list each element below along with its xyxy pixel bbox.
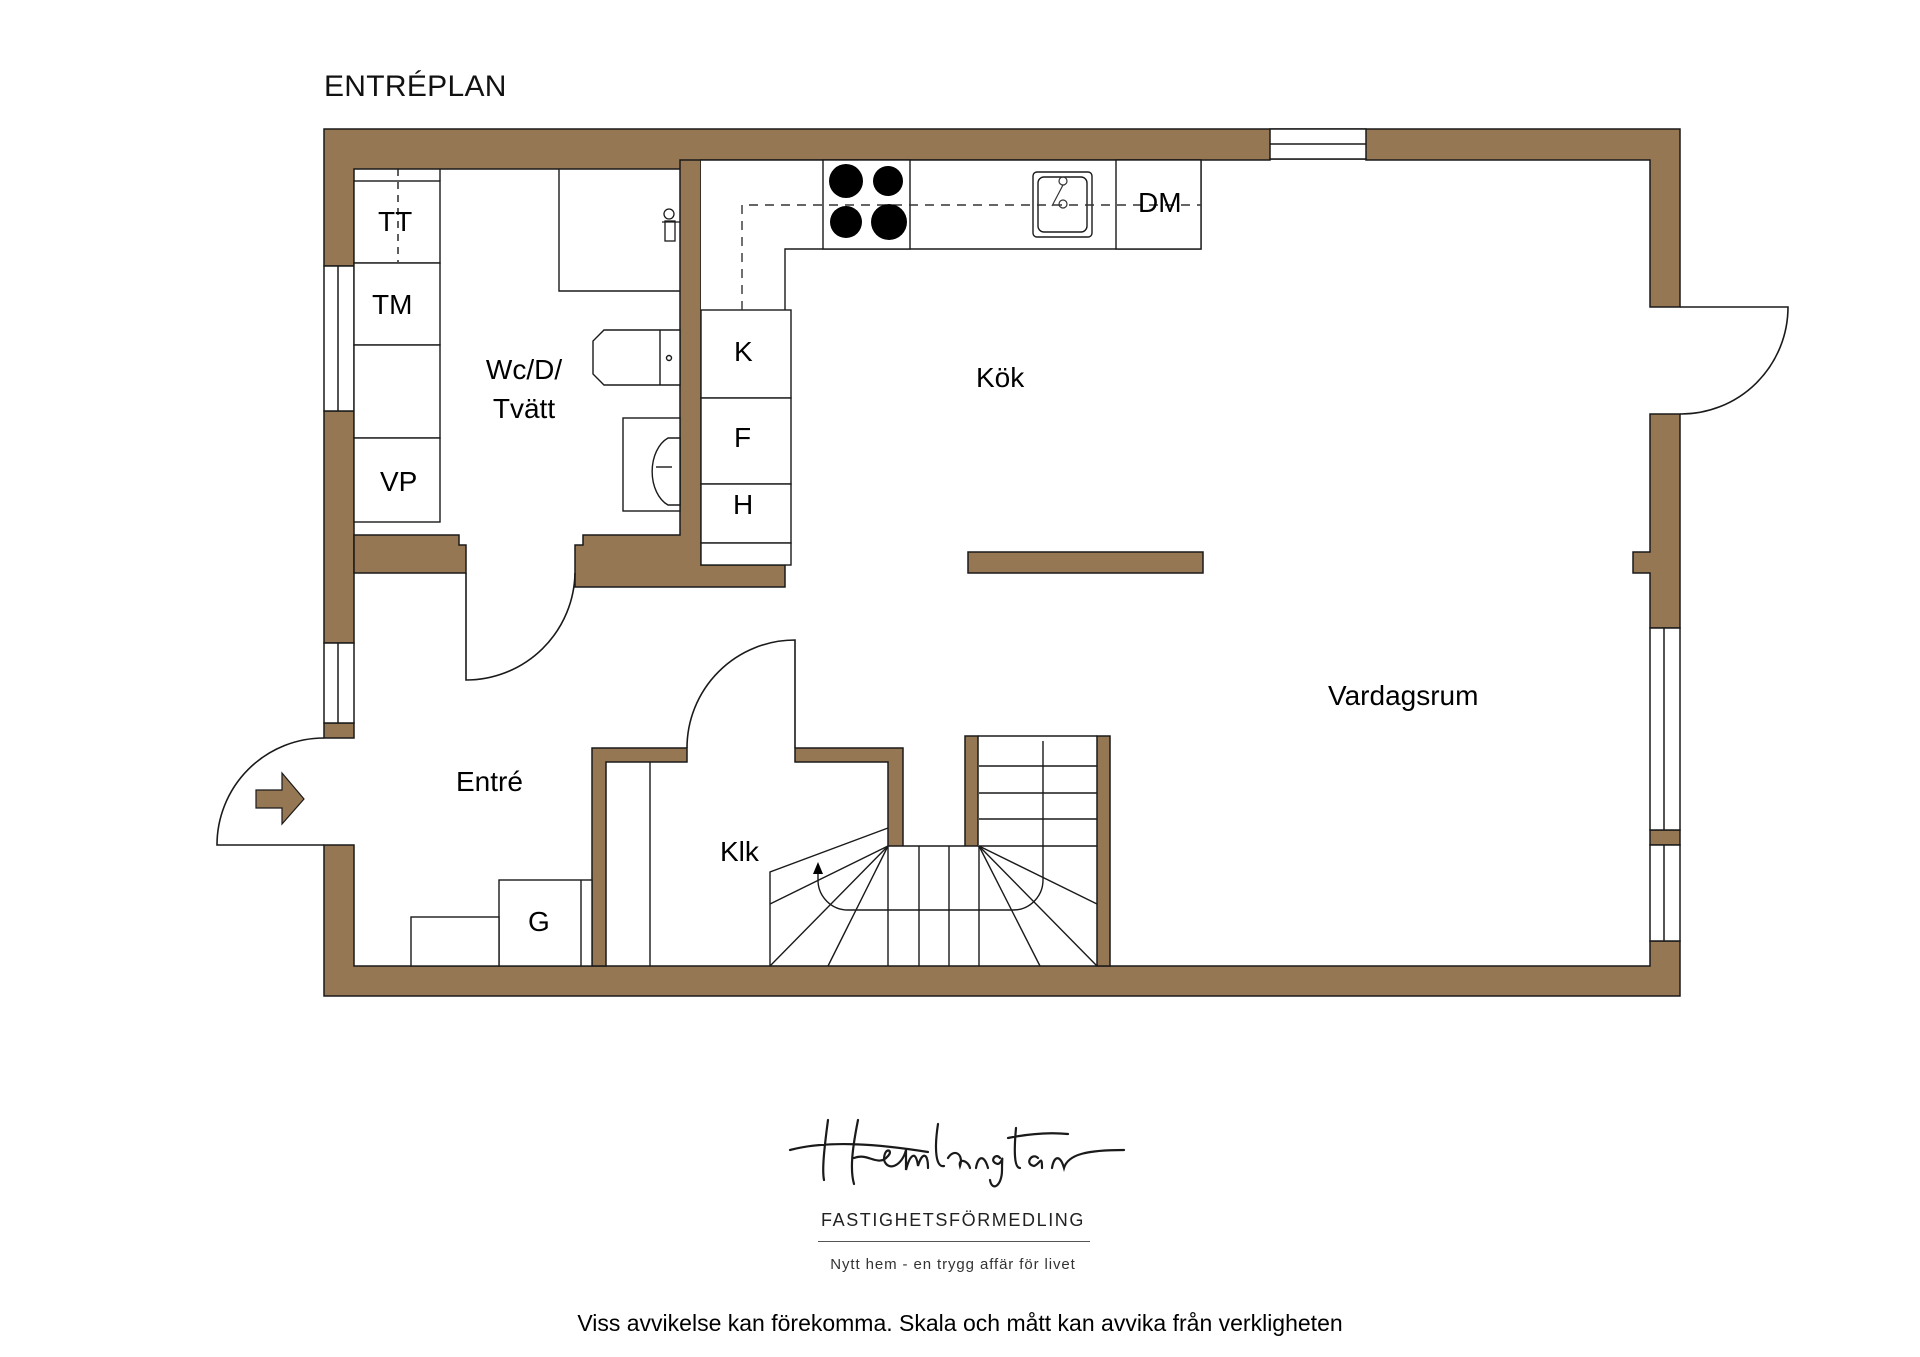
room-label-klk: Klk xyxy=(720,836,759,867)
entrance-arrow-icon xyxy=(255,771,305,826)
doors xyxy=(216,306,1789,846)
brand-subtitle: FASTIGHETSFÖRMEDLING xyxy=(820,1210,1086,1230)
windows xyxy=(323,128,1681,942)
room-label-vardagsrum: Vardagsrum xyxy=(1328,680,1479,711)
entry-fixtures xyxy=(410,762,651,967)
stove-burners-icon xyxy=(829,164,907,240)
kitchen-fixtures xyxy=(700,159,1202,566)
fixture-label-tt: TT xyxy=(378,206,413,237)
cabinet-g xyxy=(498,879,593,967)
brand-logo xyxy=(788,1118,1126,1188)
room-label-wc: Wc/D/ Tvätt xyxy=(484,350,564,428)
room-label-wc-line2: Tvätt xyxy=(492,393,556,424)
kitchen-half-wall xyxy=(967,551,1204,574)
cabinet-tt xyxy=(353,180,441,264)
room-label-wc-line1: Wc/D/ xyxy=(485,354,563,385)
wall-bath-bottom-left xyxy=(353,534,467,574)
bathroom-fixtures xyxy=(353,169,681,523)
stair-direction-arrow-icon xyxy=(813,862,823,874)
door-terrace xyxy=(1679,306,1789,415)
floor-title: ENTRÉPLAN xyxy=(324,70,507,103)
fixture-label-tm: TM xyxy=(372,289,413,320)
door-front xyxy=(216,737,325,846)
cabinet-vp xyxy=(353,437,441,523)
door-bathroom xyxy=(465,572,576,681)
staircase xyxy=(769,735,1098,967)
wall-right-mullion xyxy=(1649,829,1681,846)
wall-stair-right xyxy=(1096,735,1111,967)
wall-left-upper xyxy=(323,410,355,644)
door-closet xyxy=(686,639,796,749)
cabinet-h xyxy=(700,483,792,544)
shower-enclosure xyxy=(558,169,680,292)
fixture-label-vp: VP xyxy=(380,466,418,497)
shower-faucet-icon xyxy=(662,208,680,242)
disclaimer-text: Viss avvikelse kan förekomma. Skala och … xyxy=(577,1310,1343,1336)
brand-tagline: Nytt hem - en trygg affär för livet xyxy=(830,1256,1076,1273)
walls xyxy=(323,128,1681,997)
wall-closet xyxy=(591,747,688,967)
wall-right-lower xyxy=(1632,413,1681,629)
room-label-entre: Entré xyxy=(456,766,523,797)
bench xyxy=(410,916,500,967)
toilet xyxy=(592,329,681,386)
brand-divider xyxy=(818,1241,1090,1242)
cabinet-k xyxy=(700,309,792,399)
fixture-label-f: F xyxy=(734,422,752,453)
wall-closet-right xyxy=(794,735,979,847)
room-label-kok: Kök xyxy=(976,362,1025,393)
wall-left-mid xyxy=(323,722,355,739)
cabinet-tm xyxy=(353,262,441,346)
fixture-label-k: K xyxy=(734,336,753,367)
cabinet-blank xyxy=(353,344,441,439)
fixture-label-dm: DM xyxy=(1138,187,1182,218)
sink-faucet-icon xyxy=(1051,176,1068,209)
fixture-label-h: H xyxy=(733,489,754,520)
fixture-label-g: G xyxy=(528,906,550,937)
